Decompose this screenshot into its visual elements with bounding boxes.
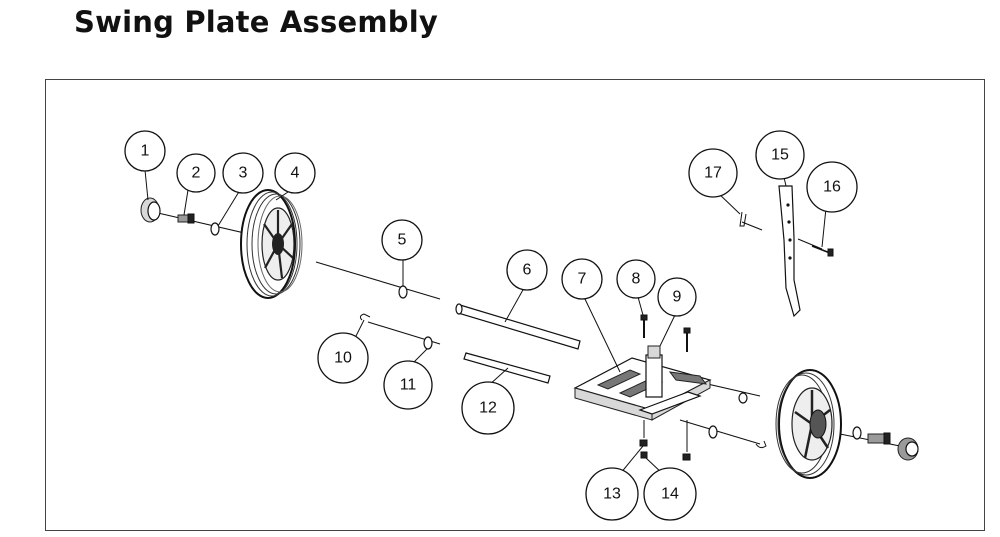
svg-text:2: 2 [192,165,201,182]
bracket-bolt-part [811,245,834,257]
right-hub-washer-part [852,426,862,440]
callout-5: 5 [381,219,423,261]
right-washer-part [738,392,748,404]
callout-11: 11 [383,360,433,410]
right-wheel-part [775,369,842,479]
svg-text:15: 15 [771,147,789,164]
svg-text:5: 5 [398,232,407,249]
right-washer-2-part [708,425,718,439]
callout-12: 12 [461,381,515,435]
callout-16: 16 [806,161,858,213]
callout-17: 17 [688,148,738,198]
svg-text:16: 16 [823,179,841,196]
svg-text:13: 13 [603,486,621,503]
axle-washer-part [398,285,408,299]
small-washer-part [423,336,433,350]
callout-1: 1 [124,130,166,172]
svg-text:10: 10 [334,350,352,367]
svg-text:1: 1 [141,143,150,160]
hub-cap-part [140,197,161,223]
callout-10: 10 [317,332,369,384]
right-bolt-part [867,432,891,445]
svg-text:4: 4 [291,165,300,182]
right-hub-cap-part [897,437,919,461]
axle-tube-part [455,303,581,350]
plate-bolts-part [639,314,691,461]
callout-7: 7 [561,258,603,300]
svg-text:9: 9 [673,289,682,306]
svg-text:11: 11 [400,377,417,394]
callout-14: 14 [643,467,697,521]
page-title: Swing Plate Assembly [74,5,438,39]
callout-9: 9 [657,277,697,317]
svg-text:8: 8 [632,271,641,288]
right-cotter-pin-part [755,440,767,449]
callout-13: 13 [585,467,639,521]
callout-8: 8 [616,259,656,299]
callout-6: 6 [506,249,548,291]
svg-text:7: 7 [578,271,587,288]
lower-rod-part [463,352,551,384]
svg-text:6: 6 [523,262,532,279]
bracket-pin-part [739,211,747,227]
svg-text:14: 14 [661,486,679,503]
callout-15: 15 [755,130,805,180]
svg-text:17: 17 [704,165,722,182]
callout-2: 2 [176,153,216,193]
bracket-part [778,185,801,318]
svg-text:12: 12 [479,400,497,417]
axle-bolt-part [177,213,195,224]
cotter-pin-part [359,313,371,321]
diagram-frame [45,79,985,531]
svg-text:3: 3 [239,165,248,182]
callout-3: 3 [222,152,264,194]
washer-part [210,222,220,236]
swing-plate-part [573,345,712,421]
left-wheel-part [240,189,303,299]
callout-4: 4 [274,152,316,194]
